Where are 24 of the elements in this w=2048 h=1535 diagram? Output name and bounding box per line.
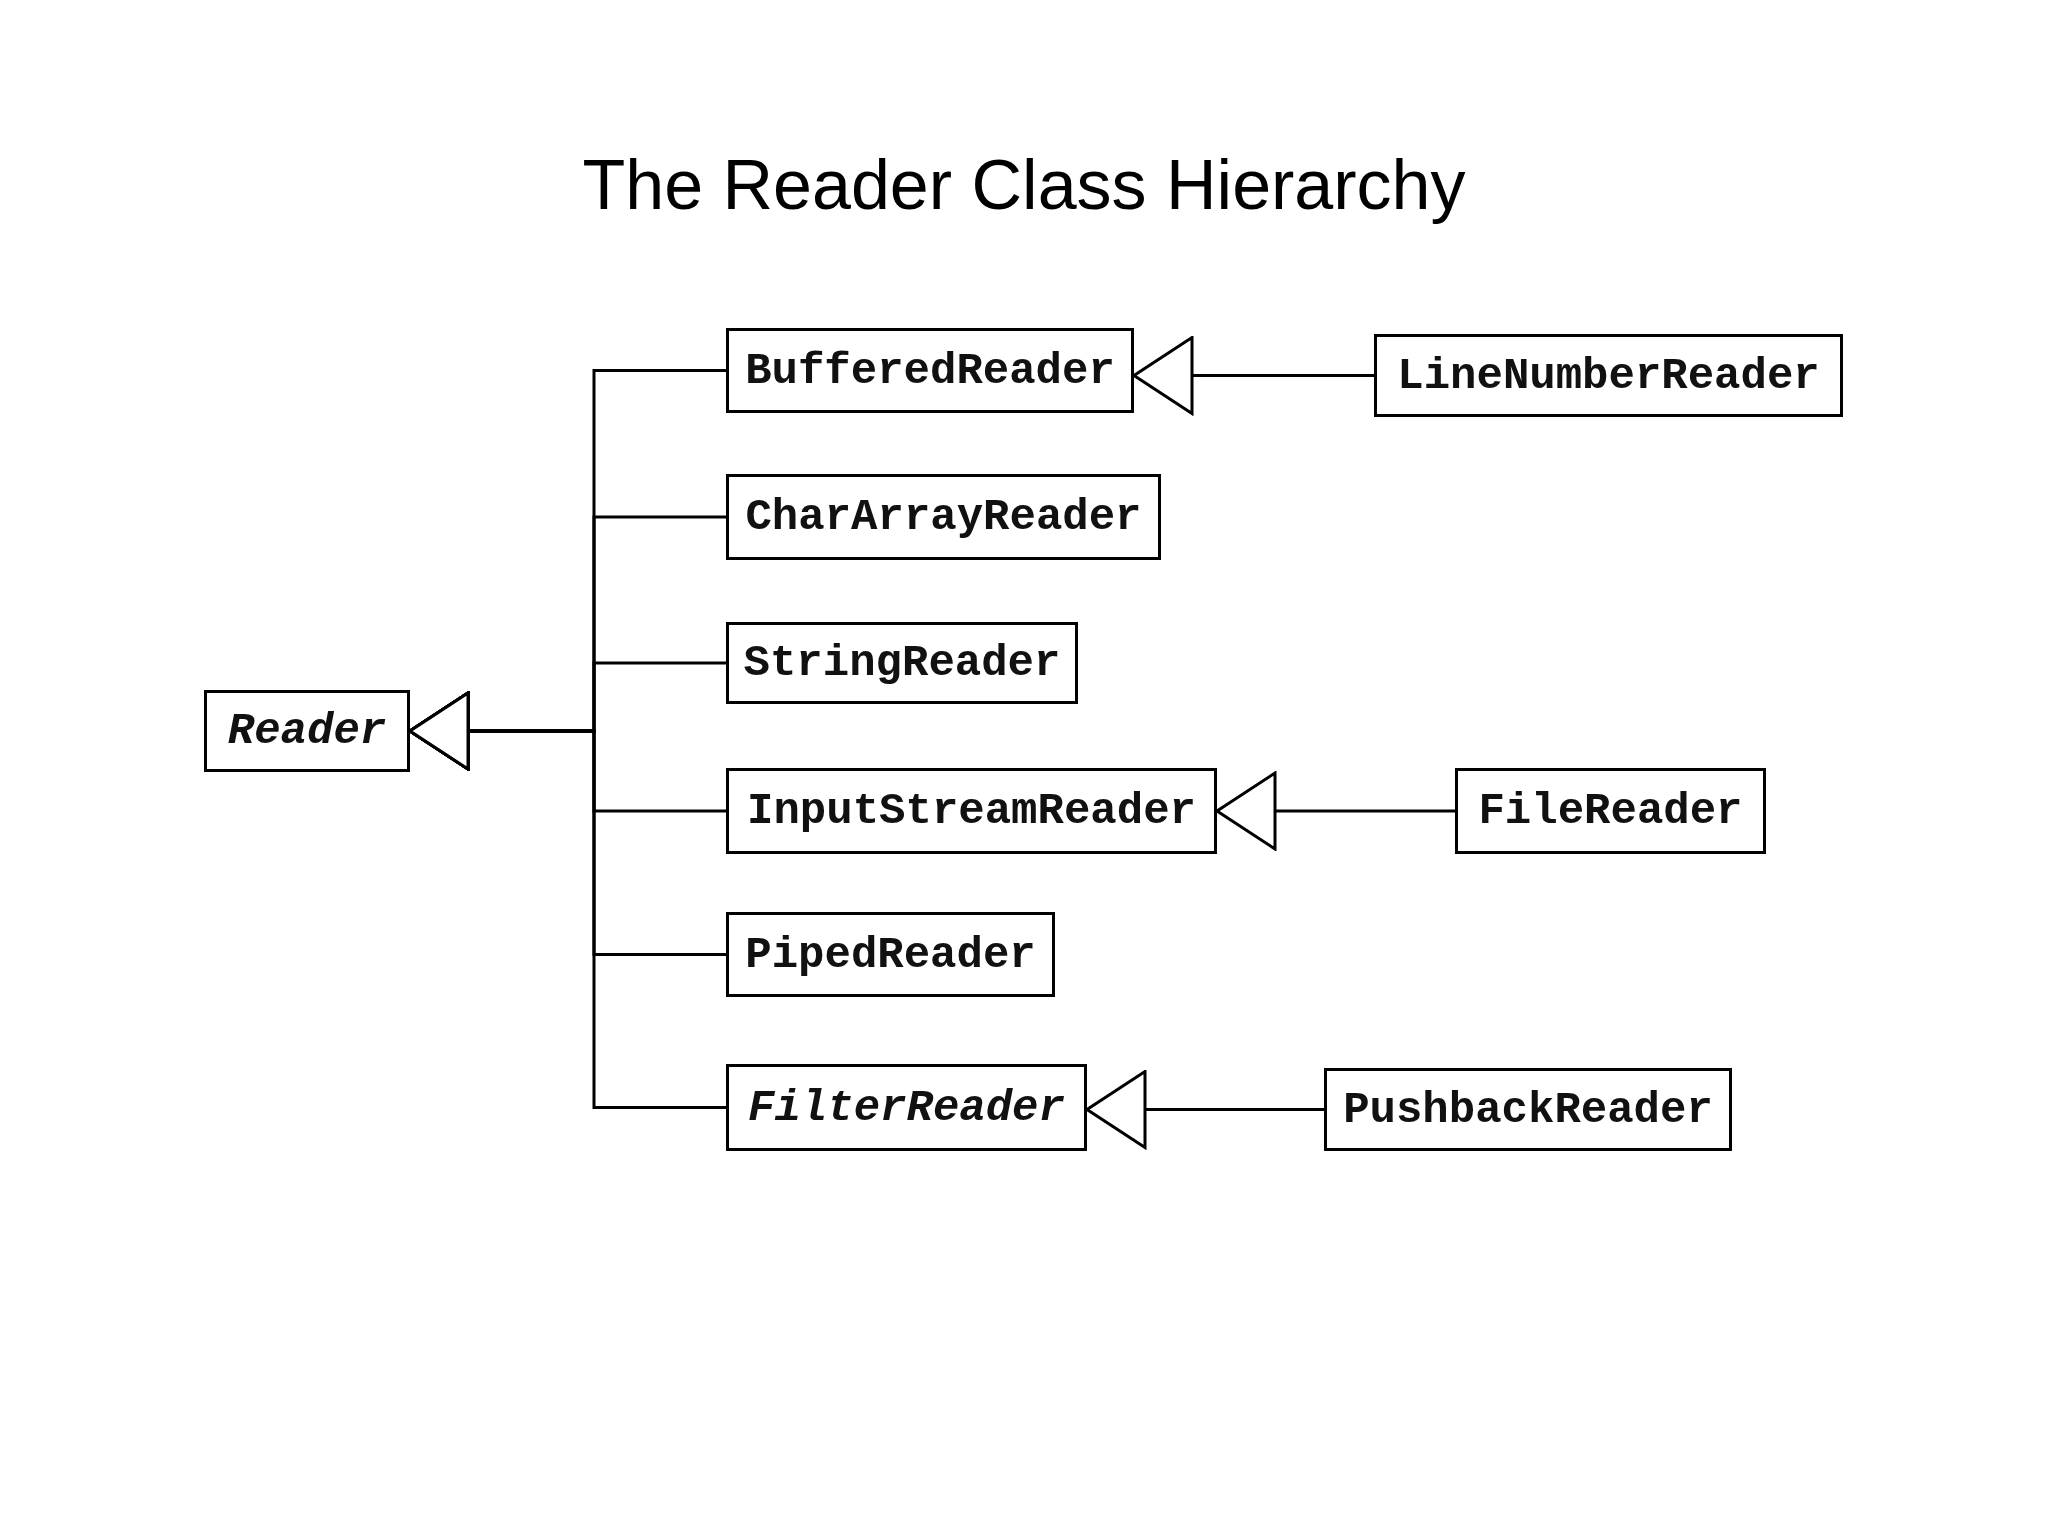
inheritance-arrow <box>1132 336 1374 415</box>
class-box <box>726 1064 1087 1151</box>
class-name: FilterReader <box>748 1082 1065 1133</box>
class-box <box>1324 1068 1732 1151</box>
inheritance-arrow <box>1215 771 1455 851</box>
class-name: PushbackReader <box>1343 1084 1713 1135</box>
class-name: FileReader <box>1478 786 1743 836</box>
diagram-title: The Reader Class Hierarchy <box>582 145 1466 225</box>
class-name: Reader <box>227 706 387 756</box>
class-box <box>726 622 1078 704</box>
class-box <box>726 328 1134 413</box>
inheritance-arrow <box>1085 1070 1324 1149</box>
class-box <box>1374 334 1843 417</box>
class-name: InputStreamReader <box>747 786 1196 836</box>
class-box <box>204 690 410 772</box>
class-box <box>1455 768 1766 854</box>
class-name: BufferedReader <box>745 345 1115 396</box>
class-box <box>726 474 1161 560</box>
class-name: StringReader <box>743 638 1061 688</box>
class-box <box>726 912 1055 997</box>
class-name: LineNumberReader <box>1397 350 1820 401</box>
class-name: CharArrayReader <box>745 492 1142 542</box>
class-box <box>726 768 1217 854</box>
class-name: PipedReader <box>745 929 1036 980</box>
